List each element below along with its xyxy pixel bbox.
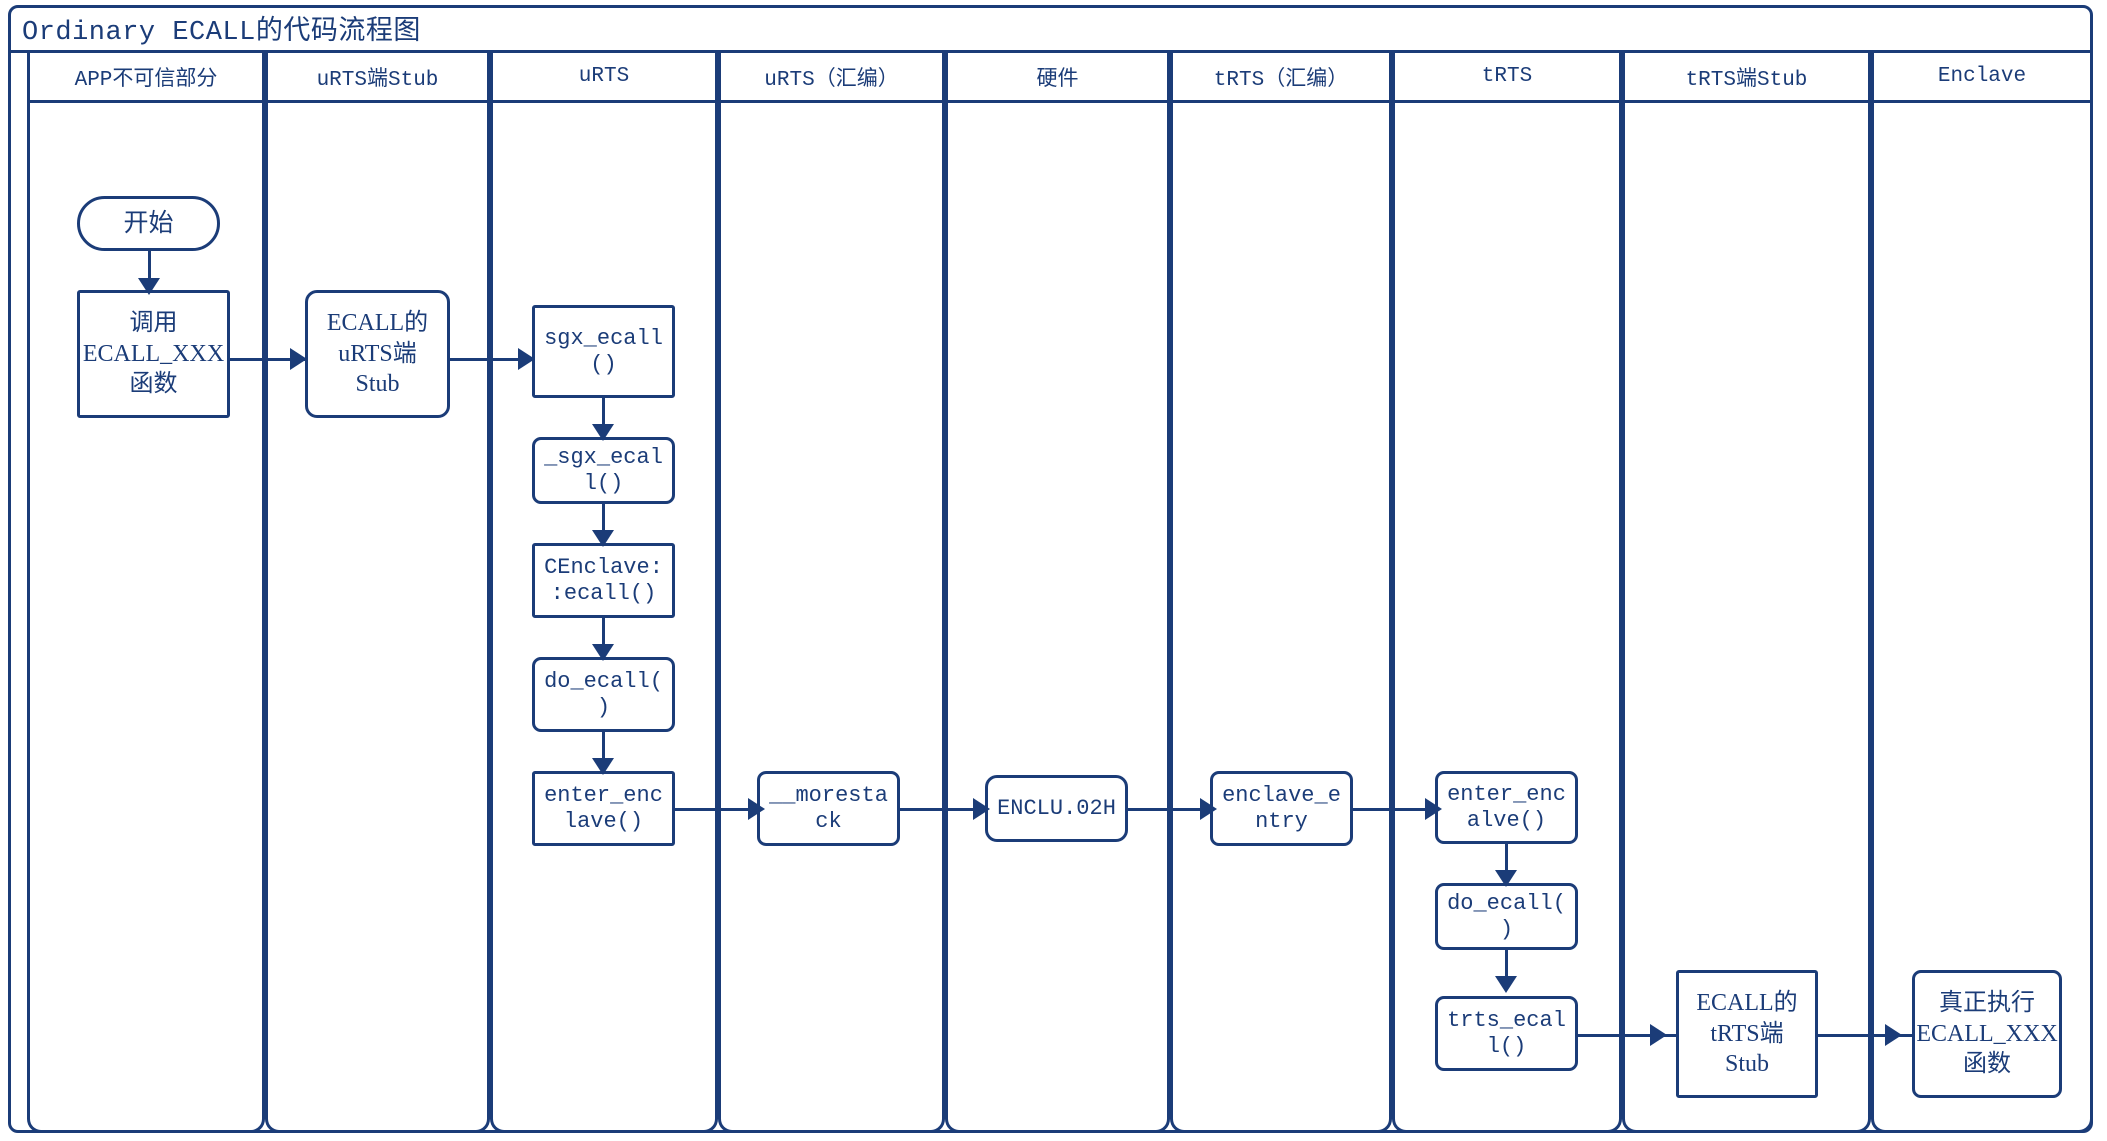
lane-label: Enclave (1937, 65, 2027, 88)
node-enter-enclave-urts[interactable]: enter_enc lave() (532, 771, 675, 846)
lane-header-trts: tRTS (1392, 53, 1622, 103)
lane-label: tRTS（汇编） (1213, 68, 1349, 92)
diagram-title-band: Ordinary ECALL的代码流程图 (8, 5, 2093, 53)
lane-label: tRTS端Stub (1685, 68, 1808, 92)
node-enclu-02h[interactable]: ENCLU.02H (985, 775, 1128, 842)
edge-enterenclave-to-doecall-t (1505, 844, 1508, 880)
edge-arrow-right (290, 348, 307, 370)
lane-urts-asm (718, 53, 945, 1133)
edge-call-to-urtsstub (230, 358, 310, 361)
lane-header-hardware: 硬件 (945, 53, 1170, 103)
lane-hardware (945, 53, 1170, 1133)
node-trts-ecall[interactable]: trts_ecal l() (1435, 996, 1578, 1071)
lane-label: tRTS (1481, 65, 1533, 88)
edge-arrow-down (1495, 870, 1517, 887)
node-morestack[interactable]: __moresta ck (757, 771, 900, 846)
edge-arrow-down (1495, 976, 1517, 993)
node-_sgx-ecall[interactable]: _sgx_ecal l() (532, 437, 675, 504)
lane-header-urts-asm: uRTS（汇编） (718, 53, 945, 103)
lane-trts-stub (1622, 53, 1871, 1133)
node-do-ecall-urts[interactable]: do_ecall( ) (532, 657, 675, 732)
lane-app (27, 53, 265, 1133)
edge-cenclave-to-doecall (602, 618, 605, 654)
edge-enterenclave-to-morestack (675, 808, 785, 811)
edge-trtsecall-to-trtsstub (1578, 1034, 1683, 1037)
edge-sgxecall-to-_sgxecall (602, 398, 605, 434)
lane-label: uRTS（汇编） (764, 68, 899, 92)
node-start[interactable]: 开始 (77, 196, 220, 251)
edge-arrow-right (518, 348, 535, 370)
lane-label: uRTS (578, 65, 630, 88)
node-enclave-entry[interactable]: enclave_e ntry (1210, 771, 1353, 846)
lane-urts-stub (265, 53, 490, 1133)
lane-label: APP不可信部分 (74, 68, 218, 92)
lane-label: 硬件 (1036, 68, 1079, 92)
edge-arrow-down (592, 530, 614, 547)
lane-trts (1392, 53, 1622, 1133)
lane-trts-asm (1170, 53, 1392, 1133)
edge-enclu-to-enclaveentry (1128, 808, 1238, 811)
node-cenclave-ecall[interactable]: CEnclave: :ecall() (532, 543, 675, 618)
node-exec-ecall-xxx[interactable]: 真正执行 ECALL_XXX 函数 (1912, 970, 2062, 1098)
edge-arrow-right (748, 798, 765, 820)
edge-arrow-down (592, 424, 614, 441)
lane-urts (490, 53, 718, 1133)
lane-header-app: APP不可信部分 (27, 53, 265, 103)
node-enter-enclave-trts[interactable]: enter_enc alve() (1435, 771, 1578, 844)
edge-arrow-right (1425, 798, 1442, 820)
edge-arrow-right (1650, 1024, 1667, 1046)
lane-header-urts-stub: uRTS端Stub (265, 53, 490, 103)
lane-header-trts-asm: tRTS（汇编） (1170, 53, 1392, 103)
node-urts-stub[interactable]: ECALL的 uRTS端 Stub (305, 290, 450, 418)
lane-header-enclave: Enclave (1871, 53, 2093, 103)
edge-_sgxecall-to-cenclave (602, 504, 605, 540)
node-trts-stub[interactable]: ECALL的 tRTS端 Stub (1676, 970, 1818, 1098)
edge-trtsstub-to-exececall (1813, 1034, 1918, 1037)
edge-start-to-call (148, 249, 151, 289)
node-call-ecall-xxx[interactable]: 调用 ECALL_XXX 函数 (77, 290, 230, 418)
edge-arrow-right (973, 798, 990, 820)
edge-arrow-down (592, 758, 614, 775)
node-do-ecall-trts[interactable]: do_ecall( ) (1435, 883, 1578, 950)
lane-header-urts: uRTS (490, 53, 718, 103)
lane-header-trts-stub: tRTS端Stub (1622, 53, 1871, 103)
edge-arrow-down (138, 278, 160, 295)
lane-enclave (1871, 53, 2093, 1133)
edge-doecall-to-trtsecall (1505, 950, 1508, 986)
edge-morestack-to-enclu (900, 808, 1010, 811)
edge-urtsstub-to-sgxecall (450, 358, 540, 361)
edge-arrow-down (592, 644, 614, 661)
node-sgx-ecall[interactable]: sgx_ecall () (532, 305, 675, 398)
edge-doecall-to-enterenclave (602, 732, 605, 768)
edge-enclaveentry-to-enterenclave (1353, 808, 1463, 811)
page-title: Ordinary ECALL的代码流程图 (22, 17, 421, 48)
edge-arrow-right (1200, 798, 1217, 820)
edge-arrow-right (1885, 1024, 1902, 1046)
lane-label: uRTS端Stub (316, 68, 439, 92)
